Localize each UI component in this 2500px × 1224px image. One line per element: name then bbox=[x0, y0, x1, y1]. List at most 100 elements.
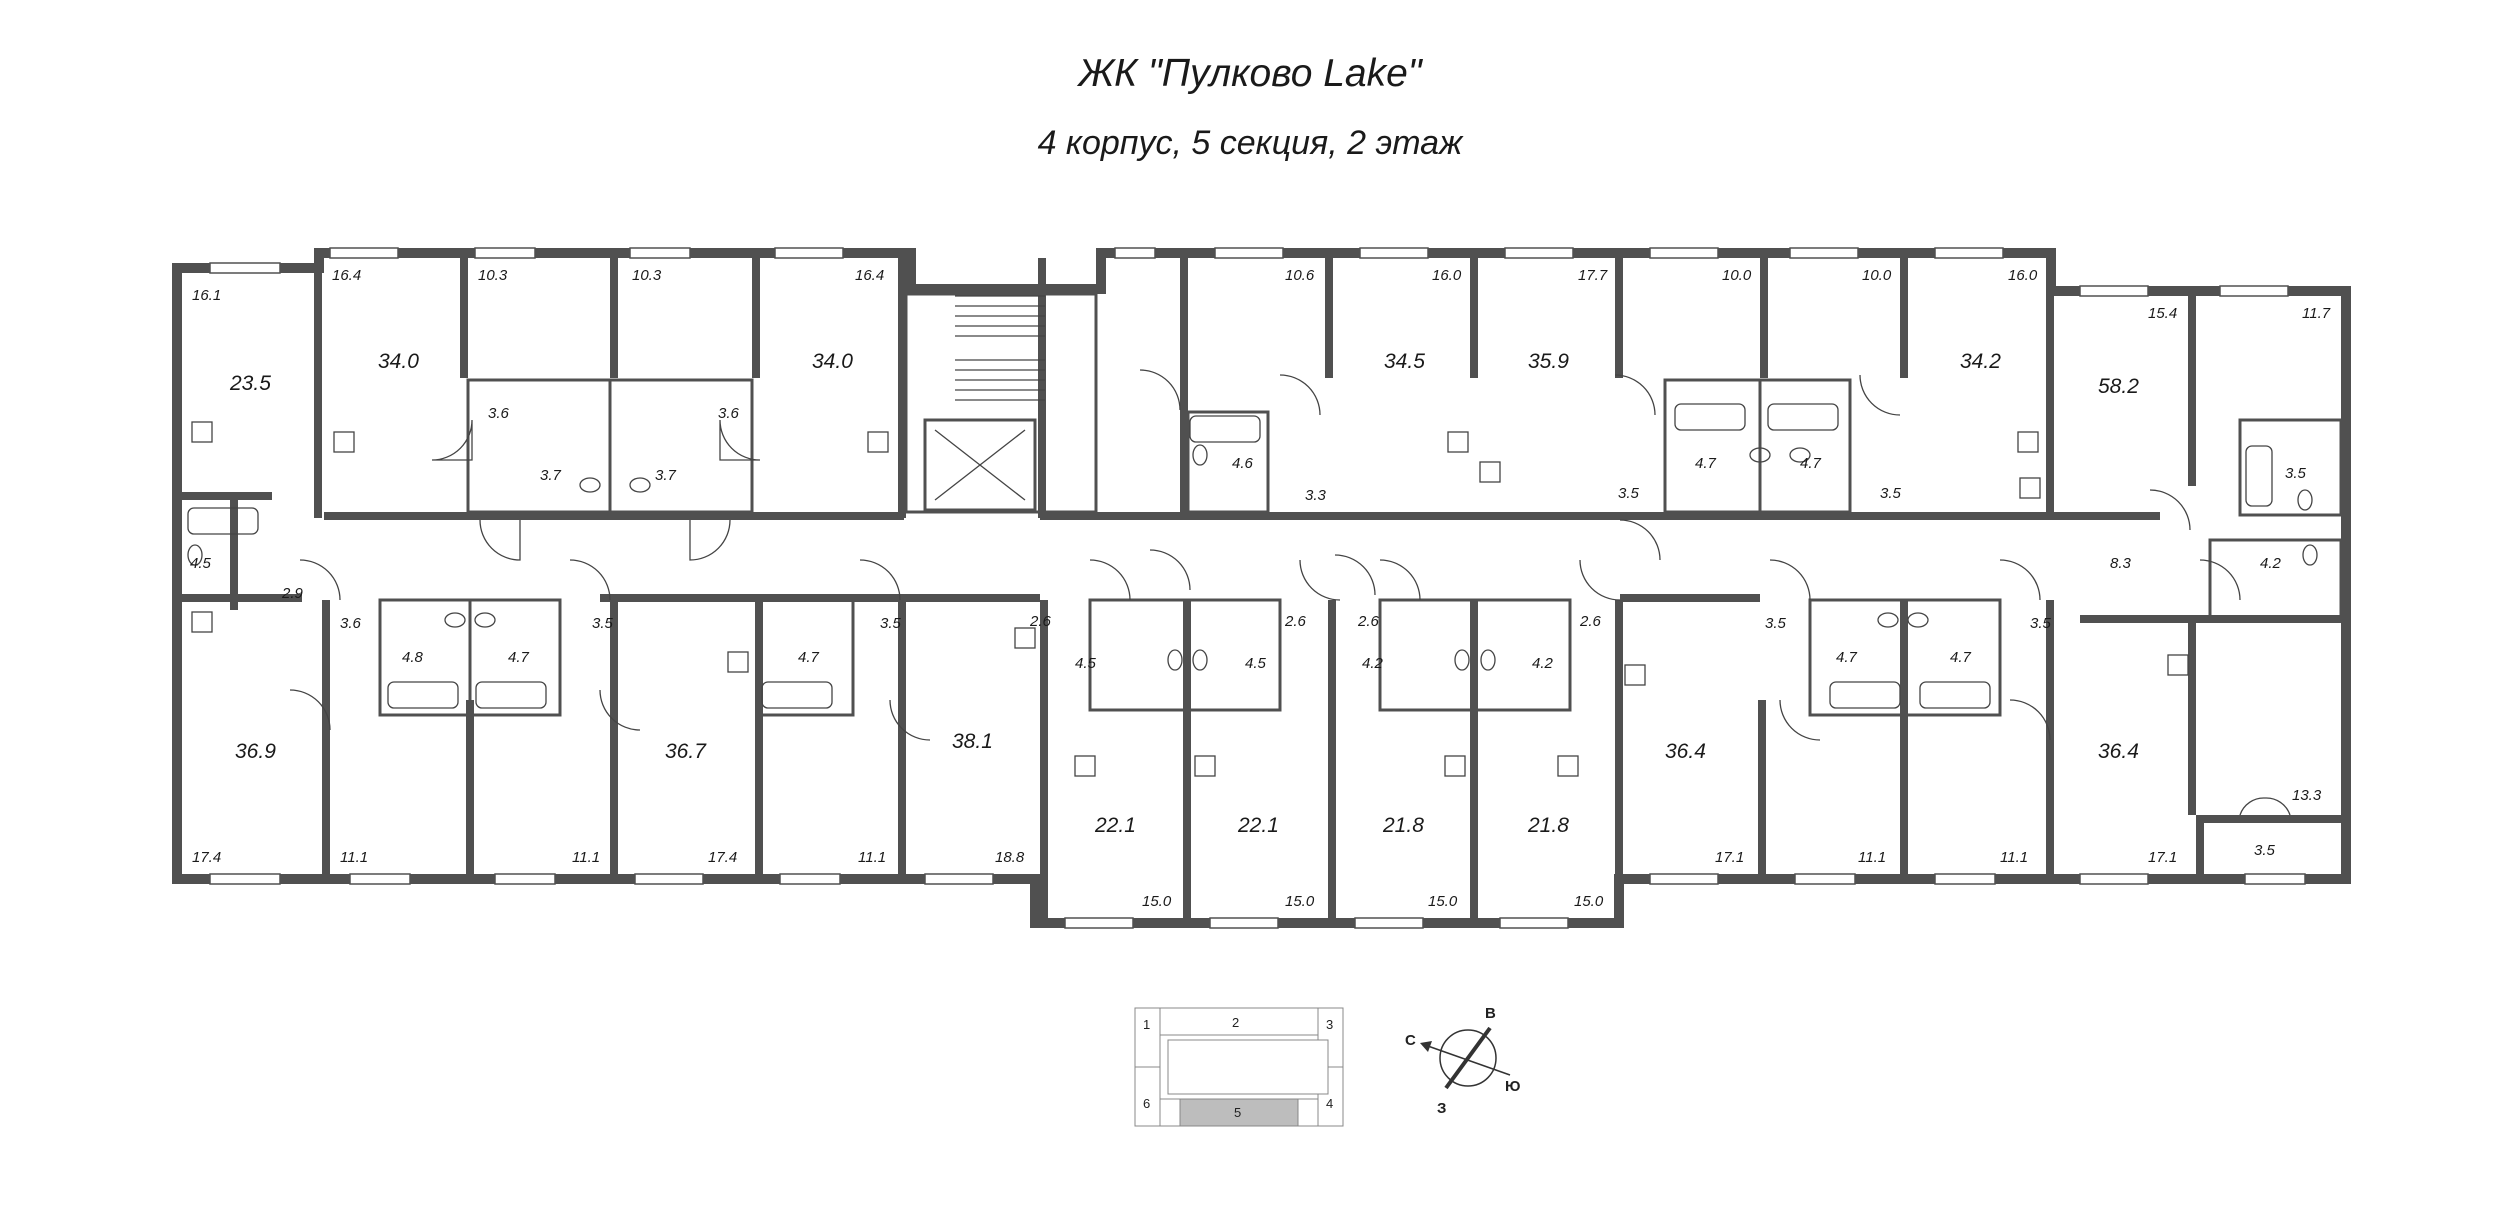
room-label: 3.5 bbox=[592, 615, 614, 632]
area-label: 36.4 bbox=[2098, 740, 2139, 763]
room-label: 10.0 bbox=[1862, 267, 1892, 284]
doors bbox=[289, 369, 2291, 816]
plan-subtitle: 4 корпус, 5 секция, 2 этаж bbox=[1037, 124, 1463, 162]
room-label: 17.1 bbox=[1715, 849, 1744, 866]
room-label: 11.1 bbox=[572, 849, 600, 866]
area-label: 23.5 bbox=[229, 372, 271, 395]
room-label: 3.6 bbox=[340, 615, 362, 632]
room-label: 4.8 bbox=[402, 649, 424, 666]
room-label: 4.7 bbox=[1836, 649, 1858, 666]
room-label: 13.3 bbox=[2292, 787, 2322, 804]
room-label: 3.6 bbox=[718, 405, 740, 422]
area-label: 36.4 bbox=[1665, 740, 1706, 763]
interior-walls bbox=[182, 258, 2341, 918]
room-label: 3.7 bbox=[655, 467, 677, 484]
room-label: 3.5 bbox=[1765, 615, 1787, 632]
area-label: 34.2 bbox=[1960, 350, 2001, 373]
room-label: 15.4 bbox=[2148, 305, 2177, 322]
elevator bbox=[923, 418, 1037, 512]
room-label: 18.8 bbox=[995, 849, 1025, 866]
compass-east-label: В bbox=[1485, 1005, 1496, 1022]
area-label: 58.2 bbox=[2098, 375, 2139, 398]
room-label: 2.9 bbox=[281, 585, 304, 602]
room-label: 17.1 bbox=[2148, 849, 2177, 866]
room-area-labels: 16.1 16.4 10.3 10.3 16.4 10.6 16.0 17.7 … bbox=[190, 267, 2331, 910]
room-label: 11.1 bbox=[858, 849, 886, 866]
area-label: 36.9 bbox=[235, 740, 276, 763]
room-label: 11.7 bbox=[2302, 305, 2331, 322]
compass-west-label: З bbox=[1437, 1100, 1446, 1117]
compass-rose: В С Ю З bbox=[1405, 1005, 1520, 1117]
key-plan-section-label: 4 bbox=[1326, 1096, 1333, 1111]
fixtures bbox=[187, 403, 2318, 777]
room-label: 2.6 bbox=[1579, 613, 1602, 630]
room-label: 3.5 bbox=[1618, 485, 1640, 502]
area-label: 22.1 bbox=[1237, 814, 1279, 837]
room-label: 16.4 bbox=[332, 267, 361, 284]
area-label: 21.8 bbox=[1527, 814, 1569, 837]
area-label: 22.1 bbox=[1094, 814, 1136, 837]
key-plan-section-label: 3 bbox=[1326, 1017, 1333, 1032]
room-label: 17.7 bbox=[1578, 267, 1608, 284]
compass-south-label: Ю bbox=[1505, 1078, 1520, 1095]
room-label: 2.6 bbox=[1284, 613, 1307, 630]
room-label: 15.0 bbox=[1285, 893, 1315, 910]
key-plan-highlighted-section bbox=[1179, 1098, 1299, 1127]
room-label: 15.0 bbox=[1428, 893, 1458, 910]
room-label: 3.3 bbox=[1305, 487, 1327, 504]
room-label: 3.5 bbox=[880, 615, 902, 632]
area-label: 36.7 bbox=[665, 740, 707, 763]
staircase bbox=[955, 295, 1045, 401]
area-label: 34.0 bbox=[812, 350, 853, 373]
room-label: 11.1 bbox=[1858, 849, 1886, 866]
room-label: 3.5 bbox=[2254, 842, 2276, 859]
room-label: 4.7 bbox=[508, 649, 530, 666]
compass-north-label: С bbox=[1405, 1032, 1416, 1049]
room-label: 17.4 bbox=[708, 849, 737, 866]
room-label: 4.7 bbox=[1695, 455, 1717, 472]
room-label: 3.6 bbox=[488, 405, 510, 422]
key-plan: 1 2 3 4 5 6 bbox=[1134, 1007, 1344, 1127]
room-label: 4.7 bbox=[1950, 649, 1972, 666]
room-label: 10.6 bbox=[1285, 267, 1315, 284]
key-plan-section-label: 1 bbox=[1143, 1017, 1150, 1032]
room-label: 4.7 bbox=[1800, 455, 1822, 472]
room-label: 15.0 bbox=[1142, 893, 1172, 910]
room-label: 4.6 bbox=[1232, 455, 1254, 472]
area-label: 35.9 bbox=[1528, 350, 1569, 373]
room-label: 3.5 bbox=[2285, 465, 2307, 482]
key-plan-section-label: 2 bbox=[1232, 1015, 1239, 1030]
plan-title: ЖК "Пулково Lake" bbox=[1078, 52, 1422, 95]
room-label: 4.5 bbox=[1075, 655, 1097, 672]
room-label: 16.1 bbox=[192, 287, 221, 304]
area-label: 21.8 bbox=[1382, 814, 1424, 837]
room-label: 10.3 bbox=[478, 267, 508, 284]
key-plan-section-label: 5 bbox=[1234, 1105, 1241, 1120]
bathroom-outlines bbox=[378, 378, 2343, 717]
room-label: 10.0 bbox=[1722, 267, 1752, 284]
room-label: 16.4 bbox=[855, 267, 884, 284]
room-label: 16.0 bbox=[1432, 267, 1462, 284]
room-label: 10.3 bbox=[632, 267, 662, 284]
room-label: 11.1 bbox=[340, 849, 368, 866]
room-label: 11.1 bbox=[2000, 849, 2028, 866]
apartment-area-labels: 23.5 34.0 34.0 34.5 35.9 34.2 58.2 36.9 … bbox=[229, 350, 2139, 837]
room-label: 8.3 bbox=[2110, 555, 2132, 572]
room-label: 16.0 bbox=[2008, 267, 2038, 284]
area-label: 34.5 bbox=[1384, 350, 1425, 373]
room-label: 4.2 bbox=[1532, 655, 1554, 672]
room-label: 4.2 bbox=[1362, 655, 1384, 672]
windows bbox=[209, 247, 2306, 929]
key-plan-section-label: 6 bbox=[1143, 1096, 1150, 1111]
room-label: 4.5 bbox=[1245, 655, 1267, 672]
area-label: 34.0 bbox=[378, 350, 419, 373]
room-label: 3.5 bbox=[1880, 485, 1902, 502]
room-label: 4.7 bbox=[798, 649, 820, 666]
room-label: 3.5 bbox=[2030, 615, 2052, 632]
room-label: 2.6 bbox=[1357, 613, 1380, 630]
room-label: 2.6 bbox=[1029, 613, 1052, 630]
room-label: 4.5 bbox=[190, 555, 212, 572]
stair-core bbox=[904, 292, 1098, 514]
room-label: 17.4 bbox=[192, 849, 221, 866]
room-label: 4.2 bbox=[2260, 555, 2282, 572]
